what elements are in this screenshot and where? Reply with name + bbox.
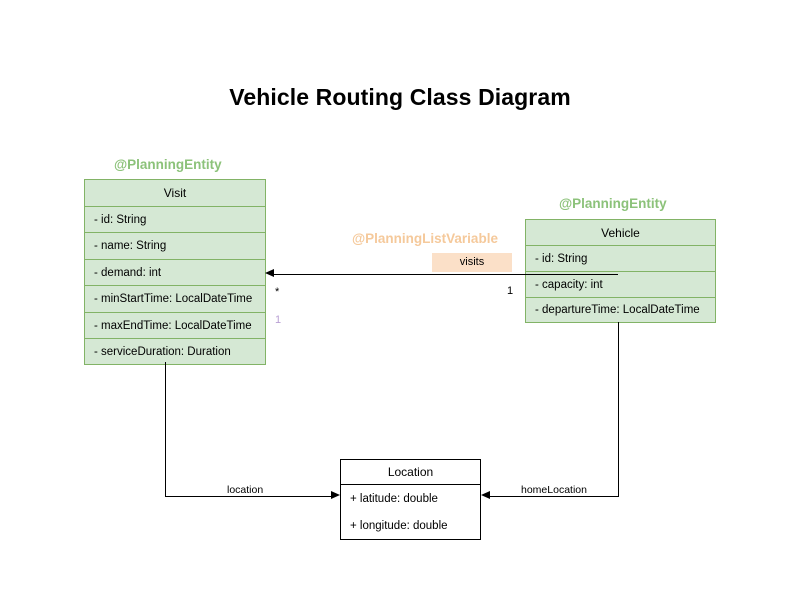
arrowhead-location [331, 491, 340, 499]
multiplicity-visits-target: 1 [507, 285, 514, 297]
class-box-visit[interactable]: Visit - id: String - name: String - dema… [84, 179, 266, 365]
class-box-location[interactable]: Location + latitude: double + longitude:… [340, 459, 481, 540]
attribute-row: - minStartTime: LocalDateTime [84, 285, 266, 312]
association-line-location-horizontal [165, 496, 333, 497]
attribute-row: - id: String [525, 245, 716, 271]
association-line-home-vertical [618, 322, 619, 496]
stereotype-visit: @PlanningEntity [114, 157, 222, 172]
attribute-row: - name: String [84, 232, 266, 259]
attribute-row: - maxEndTime: LocalDateTime [84, 312, 266, 338]
multiplicity-visits-source: * [275, 286, 280, 298]
attribute-row: + longitude: double [341, 512, 480, 539]
association-line-visits [272, 274, 618, 275]
multiplicity-visits-extra: 1 [275, 314, 282, 326]
attribute-row: + latitude: double [341, 485, 480, 512]
association-label-home-location: homeLocation [518, 484, 590, 496]
class-title-vehicle: Vehicle [525, 219, 716, 245]
association-label-location: location [224, 484, 267, 496]
association-label-visits: visits [432, 253, 512, 272]
attribute-row: - id: String [84, 206, 266, 232]
attribute-row: - capacity: int [525, 271, 716, 297]
attribute-row: - demand: int [84, 259, 266, 285]
association-line-location-vertical [165, 362, 166, 496]
stereotype-vehicle: @PlanningEntity [559, 196, 667, 211]
arrowhead-visits [265, 269, 274, 277]
arrowhead-home-location [481, 491, 490, 499]
page-title: Vehicle Routing Class Diagram [229, 84, 571, 110]
class-box-vehicle[interactable]: Vehicle - id: String - capacity: int - d… [525, 219, 716, 323]
class-title-location: Location [341, 460, 480, 485]
class-title-visit: Visit [84, 179, 266, 206]
stereotype-planning-list-variable: @PlanningListVariable [352, 231, 498, 246]
association-line-home-horizontal [489, 496, 619, 497]
attribute-row: - departureTime: LocalDateTime [525, 297, 716, 323]
attribute-row: - serviceDuration: Duration [84, 338, 266, 365]
